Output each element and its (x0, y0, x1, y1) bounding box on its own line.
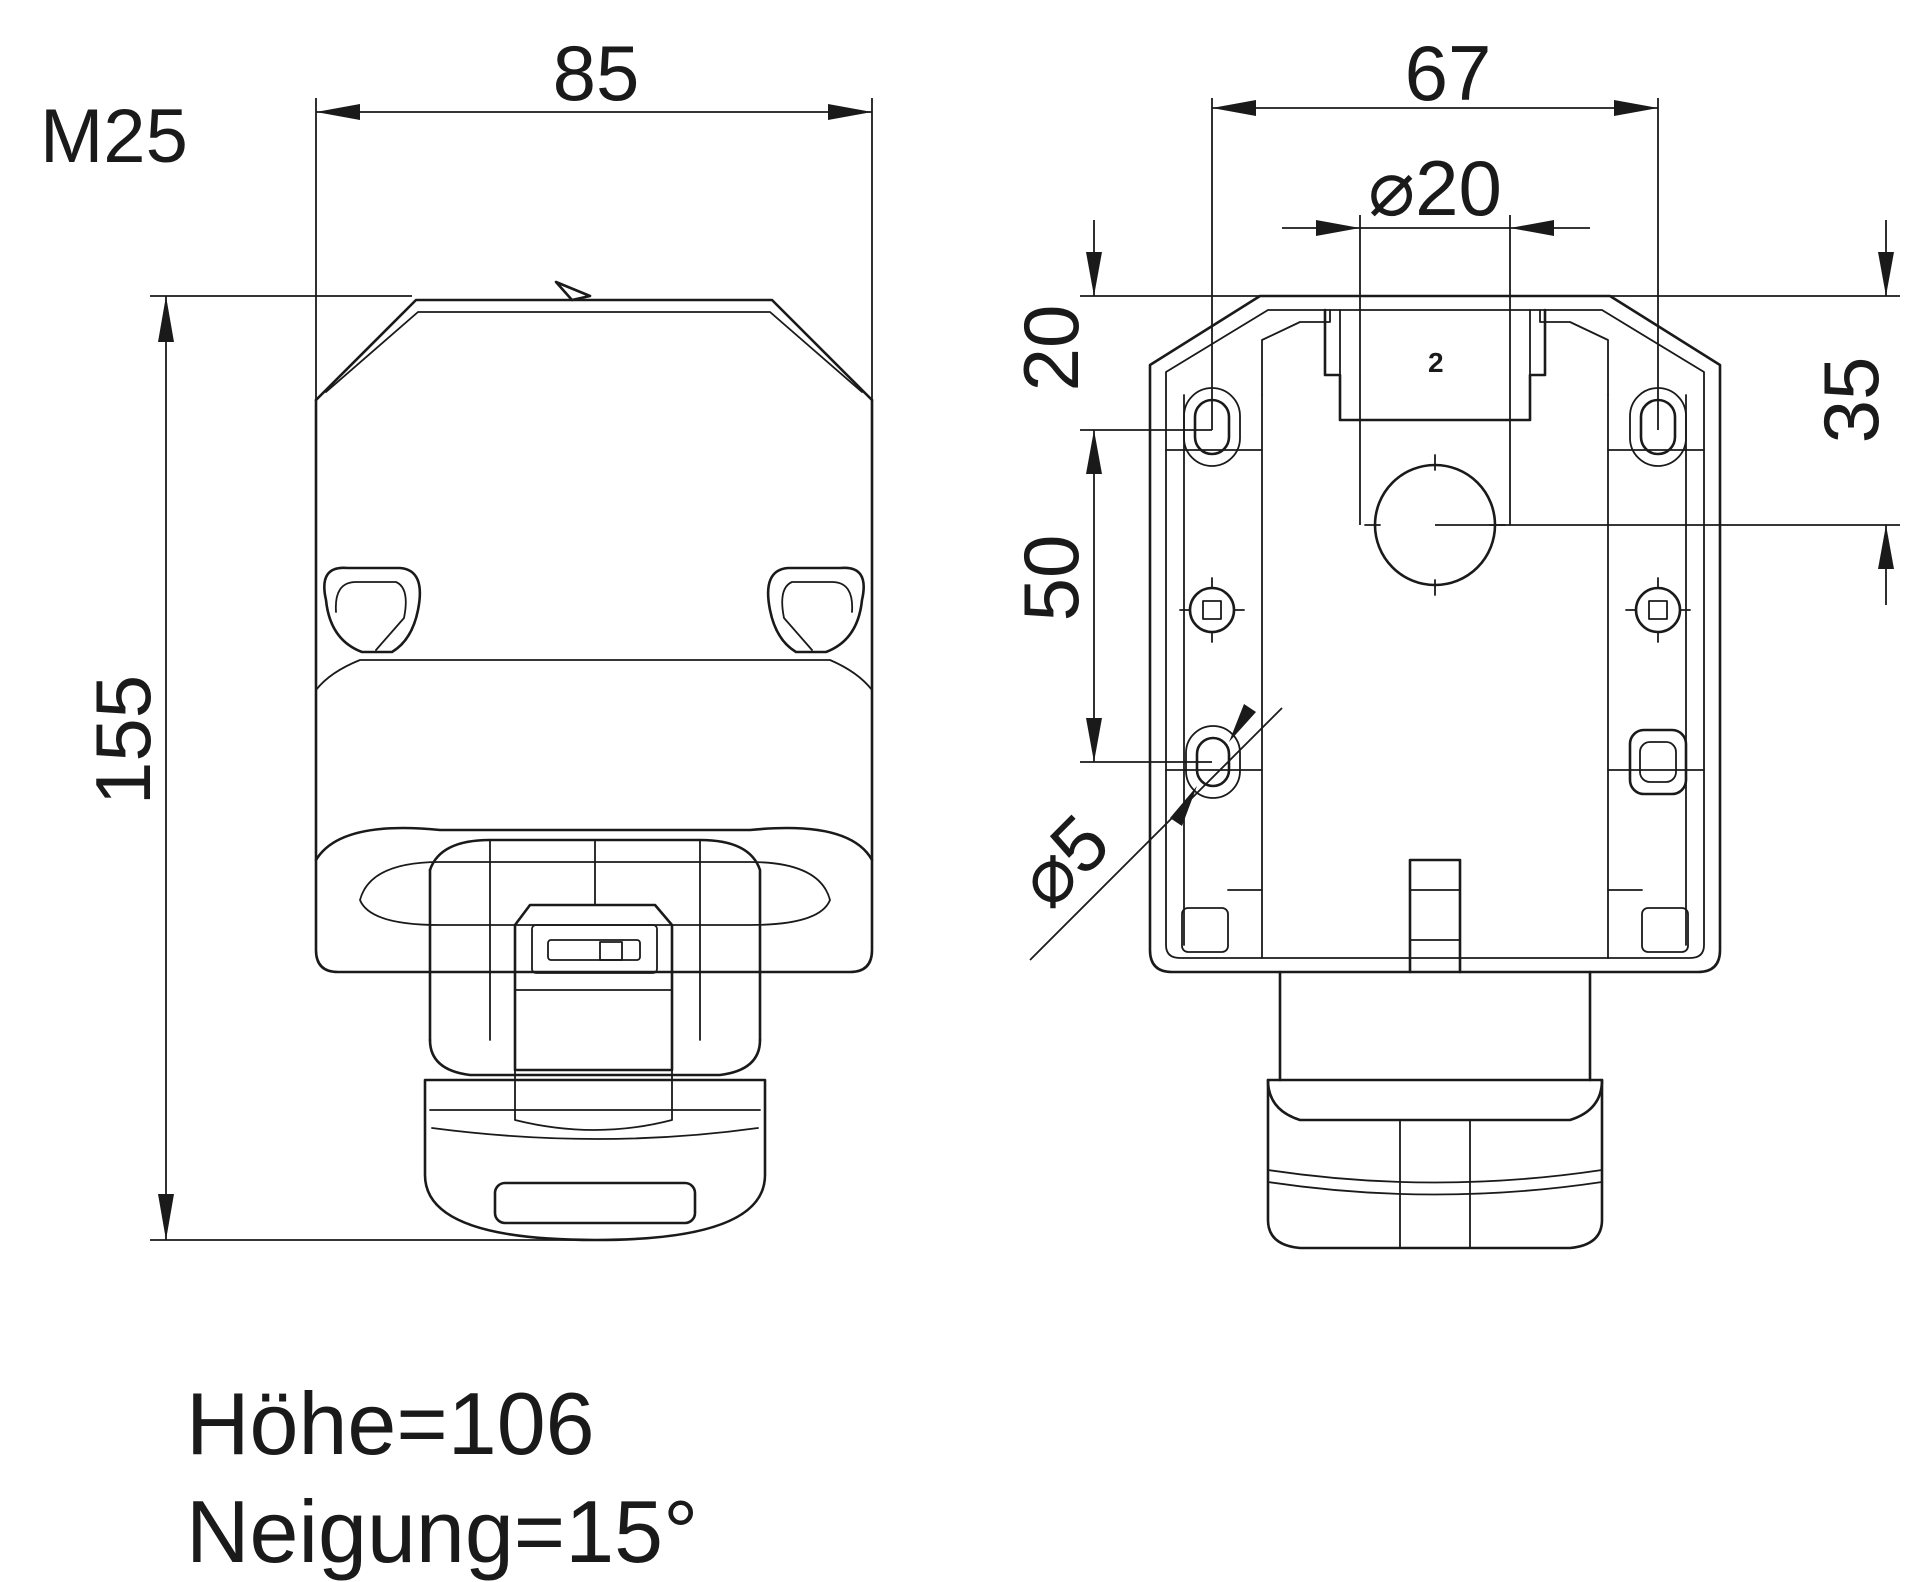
thread-size-label: M25 (40, 94, 188, 179)
part-mark: 2 (1428, 347, 1444, 378)
front-view-dimensions (150, 98, 873, 1241)
dimension-hole-spacing: 50 (1007, 535, 1095, 622)
tilt-note: Neigung=15° (186, 1482, 699, 1581)
dimension-height-front: 155 (79, 675, 167, 805)
dimension-entry-diameter: ⌀20 (1368, 144, 1502, 232)
dimension-width-back: 67 (1405, 29, 1492, 117)
height-note: Höhe=106 (186, 1374, 595, 1473)
dimension-offset-top: 20 (1007, 305, 1095, 392)
back-view-dimensions (1029, 98, 1900, 961)
back-view: 2 (1148, 294, 1722, 1250)
front-view (314, 280, 874, 1242)
dimension-width-front: 85 (553, 29, 640, 117)
dimension-hole-diameter: ⌀5 (1000, 798, 1126, 924)
dimension-offset-right: 35 (1807, 357, 1895, 444)
